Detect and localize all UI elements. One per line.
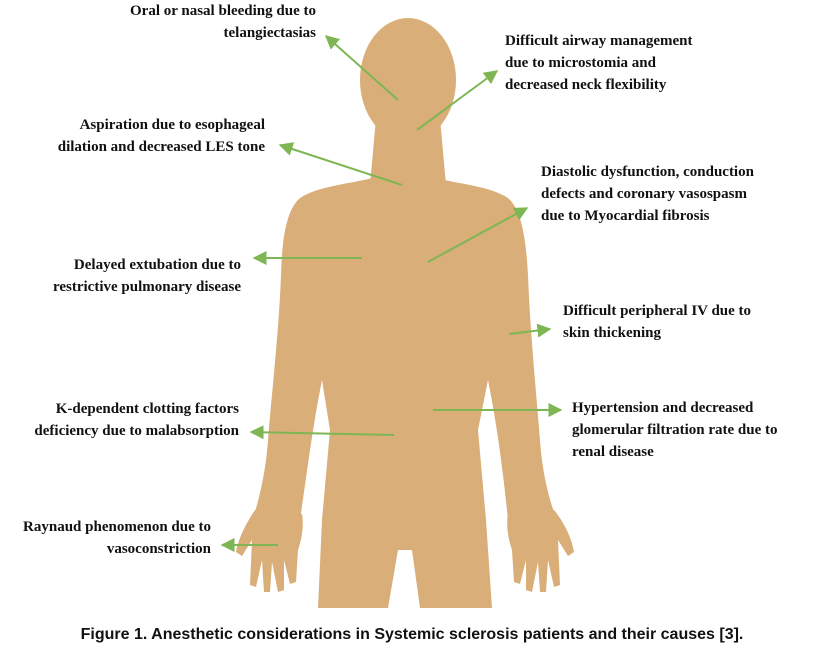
label-renal-line-1: Hypertension and decreased — [572, 400, 754, 416]
label-raynaud: Raynaud phenomenon due to vasoconstricti… — [23, 516, 211, 560]
label-renal-line-2: glomerular filtration rate due to — [572, 422, 778, 438]
label-iv-line-2: skin thickening — [563, 325, 661, 341]
arrow-clotting — [249, 425, 395, 440]
head-shape — [360, 18, 456, 142]
label-extubation-line-2: restrictive pulmonary disease — [52, 279, 241, 295]
label-bleeding: Oral or nasal bleeding due to telangiect… — [130, 0, 316, 44]
left-hand-shape — [236, 510, 303, 592]
label-clotting: K-dependent clotting factors deficiency … — [34, 398, 239, 442]
label-renal-line-3: renal disease — [572, 444, 654, 460]
label-cardiac: Diastolic dysfunction, conduction defect… — [541, 161, 754, 227]
right-hand-shape — [507, 510, 574, 592]
arrow-cardiac — [427, 207, 529, 263]
label-iv: Difficult peripheral IV due to skin thic… — [563, 300, 751, 344]
label-cardiac-line-2: defects and coronary vasospasm — [541, 186, 747, 202]
label-airway-line-3: decreased neck flexibility — [505, 77, 667, 93]
label-extubation-line-1: Delayed extubation due to — [73, 257, 241, 273]
label-bleeding-line-1: Oral or nasal bleeding due to — [130, 3, 316, 19]
label-clotting-line-1: K-dependent clotting factors — [55, 401, 239, 417]
label-raynaud-line-1: Raynaud phenomenon due to — [23, 519, 211, 535]
label-aspiration: Aspiration due to esophageal dilation an… — [58, 114, 265, 158]
arrow-aspiration — [278, 142, 403, 186]
figure-caption: Figure 1. Anesthetic considerations in S… — [80, 626, 744, 643]
label-extubation: Delayed extubation due to restrictive pu… — [53, 254, 241, 298]
label-airway: Difficult airway management due to micro… — [505, 30, 692, 96]
label-renal: Hypertension and decreased glomerular fi… — [572, 397, 778, 463]
label-bleeding-line-2: telangiectasias — [223, 25, 316, 41]
label-airway-line-2: due to microstomia and — [505, 55, 656, 71]
label-aspiration-line-2: dilation and decreased LES tone — [57, 139, 265, 155]
label-cardiac-line-1: Diastolic dysfunction, conduction — [541, 164, 754, 180]
label-raynaud-line-2: vasoconstriction — [106, 541, 211, 557]
arrows — [220, 35, 563, 552]
body-diagram — [220, 18, 574, 608]
torso-shape — [255, 178, 554, 608]
label-clotting-line-2: deficiency due to malabsorption — [34, 423, 239, 439]
body-silhouette — [236, 18, 574, 608]
label-aspiration-line-1: Aspiration due to esophageal — [79, 117, 265, 133]
label-cardiac-line-3: due to Myocardial fibrosis — [541, 208, 710, 224]
arrow-airway — [416, 70, 499, 131]
arrow-bleeding — [324, 35, 399, 101]
arrow-iv — [508, 323, 552, 338]
label-airway-line-1: Difficult airway management — [505, 33, 693, 49]
label-iv-line-1: Difficult peripheral IV due to — [563, 303, 752, 319]
neck-shape — [370, 118, 446, 185]
